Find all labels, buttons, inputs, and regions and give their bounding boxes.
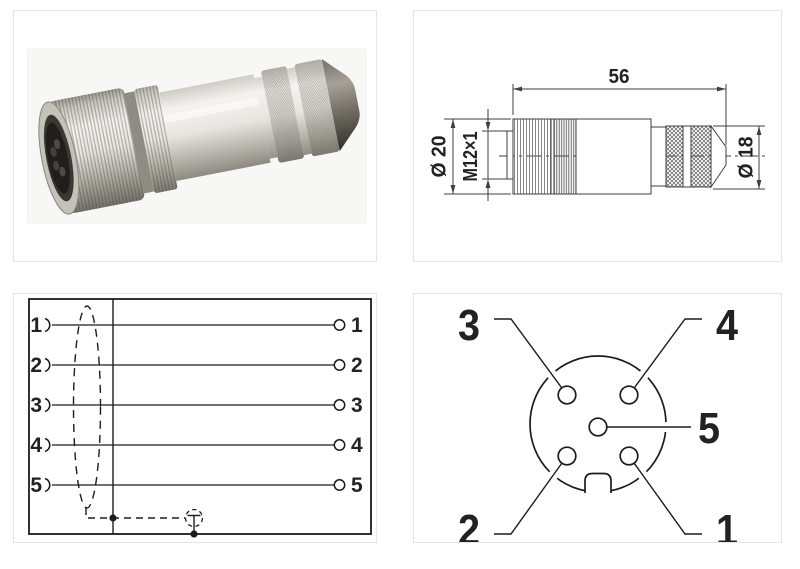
body-step xyxy=(650,126,667,187)
leader-lines xyxy=(494,318,702,535)
left-pin-label: 2 xyxy=(30,354,42,377)
right-pin-label: 3 xyxy=(351,394,363,417)
arrow-up-icon xyxy=(756,126,762,135)
pin-hole-2-icon xyxy=(557,446,577,466)
socket-contact-icon xyxy=(44,317,51,333)
arrow-right-icon xyxy=(717,86,726,92)
pin-terminal-icon xyxy=(333,479,346,491)
wires xyxy=(44,317,346,493)
arrow-left-icon xyxy=(513,86,522,92)
dia18-ext-lines xyxy=(713,125,765,190)
socket-contact-icon xyxy=(44,357,51,373)
pin-label-1: 1 xyxy=(716,506,738,542)
length-label: 56 xyxy=(609,66,630,88)
pin-label-4: 4 xyxy=(716,301,738,350)
socket-contact-icon xyxy=(44,397,51,413)
left-pin-label: 4 xyxy=(30,434,42,457)
right-pin-label: 4 xyxy=(351,434,363,457)
pin-label-2: 2 xyxy=(458,506,480,542)
arrow-down-icon xyxy=(450,185,456,194)
leader-pin3 xyxy=(494,318,568,396)
cable-cone xyxy=(710,124,727,189)
smooth-ring xyxy=(682,125,692,188)
pinout-diagram: 3 4 5 2 1 xyxy=(458,301,738,542)
diagram-border xyxy=(28,298,372,535)
junction-dot-icon xyxy=(109,514,117,522)
pin-label-3: 3 xyxy=(458,301,480,350)
pin-terminal-icon xyxy=(333,399,346,411)
shield xyxy=(72,305,204,538)
connector-side-view xyxy=(499,118,766,195)
shield-drain-wire xyxy=(85,508,185,519)
shield-ground-symbol-icon xyxy=(184,508,204,528)
left-pin-label: 3 xyxy=(30,394,42,417)
panel-pinout-diagram: 3 4 5 2 1 xyxy=(413,293,782,543)
left-pin-label: 1 xyxy=(30,314,42,337)
pin-holes xyxy=(557,385,639,466)
thread-label: M12×1 xyxy=(460,132,482,182)
smooth-body xyxy=(575,118,652,195)
m12-connector-photo-icon xyxy=(27,48,367,224)
wiring-frame xyxy=(28,298,372,535)
leader-pin2 xyxy=(494,455,568,535)
arrow-down-icon xyxy=(485,122,491,131)
panel-product-photo xyxy=(13,10,377,262)
dimension-drawing: 56 Ø 20 M12×1 Ø 18 xyxy=(429,66,766,201)
left-pin-label: 5 xyxy=(30,474,42,497)
keying-notch-icon xyxy=(584,472,612,493)
dimension-lines xyxy=(444,84,765,201)
right-pin-label: 2 xyxy=(351,354,363,377)
thread-ext-lines xyxy=(482,130,511,180)
pin-label-5: 5 xyxy=(698,404,720,453)
end-diameter-label: Ø 18 xyxy=(736,137,758,179)
pin-hole-1-icon xyxy=(619,446,639,466)
connector-face xyxy=(494,316,702,537)
pin-hole-5-icon xyxy=(588,417,608,437)
connector-body-photo xyxy=(38,59,360,215)
leader-pin4 xyxy=(628,318,702,396)
pin-terminal-icon xyxy=(333,359,346,371)
right-pin-label: 1 xyxy=(351,314,363,337)
knurl-band-1 xyxy=(665,125,684,188)
socket-contact-icon xyxy=(44,477,51,493)
shield-ellipse-icon xyxy=(72,305,102,509)
arrow-up-icon xyxy=(485,179,491,188)
dia20-ext-lines xyxy=(444,118,511,195)
wire-labels: 1 2 3 4 5 1 2 3 4 5 xyxy=(30,314,363,497)
arrow-up-icon xyxy=(450,119,456,128)
knurled-nut xyxy=(512,118,552,195)
pin-labels: 3 4 5 2 1 xyxy=(458,301,738,542)
pin-hole-3-icon xyxy=(557,385,577,405)
socket-contact-icon xyxy=(44,437,51,453)
ridged-ring xyxy=(553,118,577,195)
panel-dimension-drawing: 56 Ø 20 M12×1 Ø 18 xyxy=(413,10,782,262)
junction-dot-icon xyxy=(190,530,198,538)
pin-hole-4-icon xyxy=(619,385,639,405)
arrow-down-icon xyxy=(756,180,762,189)
wiring-diagram: 1 2 3 4 5 1 2 3 4 5 xyxy=(28,298,372,538)
thread-stub xyxy=(506,130,514,180)
knurl-band-2 xyxy=(690,125,712,188)
panel-wiring-diagram: 1 2 3 4 5 1 2 3 4 5 xyxy=(13,293,377,543)
outer-diameter-label: Ø 20 xyxy=(429,136,451,178)
right-pin-label: 5 xyxy=(351,474,363,497)
leader-pin1 xyxy=(628,455,702,535)
pin-terminal-icon xyxy=(333,319,346,331)
pin-terminal-icon xyxy=(333,439,346,451)
